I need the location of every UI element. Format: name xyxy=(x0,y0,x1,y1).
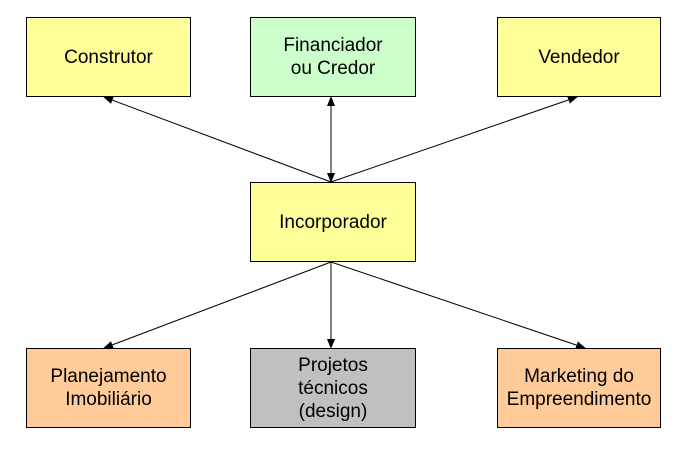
node-construtor: Construtor xyxy=(26,17,191,97)
node-financiador: Financiador ou Credor xyxy=(250,17,416,97)
edge-incorporador-construtor xyxy=(103,96,332,183)
node-planejamento: Planejamento Imobiliário xyxy=(26,348,191,428)
node-projetos-label: Projetos técnicos (design) xyxy=(298,354,368,422)
node-incorporador-label: Incorporador xyxy=(279,211,387,233)
node-incorporador: Incorporador xyxy=(250,182,416,262)
edge-incorporador-marketing xyxy=(330,261,586,349)
node-planejamento-label: Planejamento Imobiliário xyxy=(50,366,167,410)
node-vendedor: Vendedor xyxy=(497,17,661,97)
node-financiador-label: Financiador ou Credor xyxy=(283,35,383,79)
edge-incorporador-planejamento xyxy=(103,261,332,349)
node-vendedor-label: Vendedor xyxy=(538,46,620,68)
node-marketing-label: Marketing do Empreendimento xyxy=(506,366,652,410)
node-construtor-label: Construtor xyxy=(64,46,153,68)
edge-incorporador-vendedor xyxy=(330,96,578,183)
node-marketing: Marketing do Empreendimento xyxy=(497,348,661,428)
node-projetos: Projetos técnicos (design) xyxy=(250,348,416,428)
